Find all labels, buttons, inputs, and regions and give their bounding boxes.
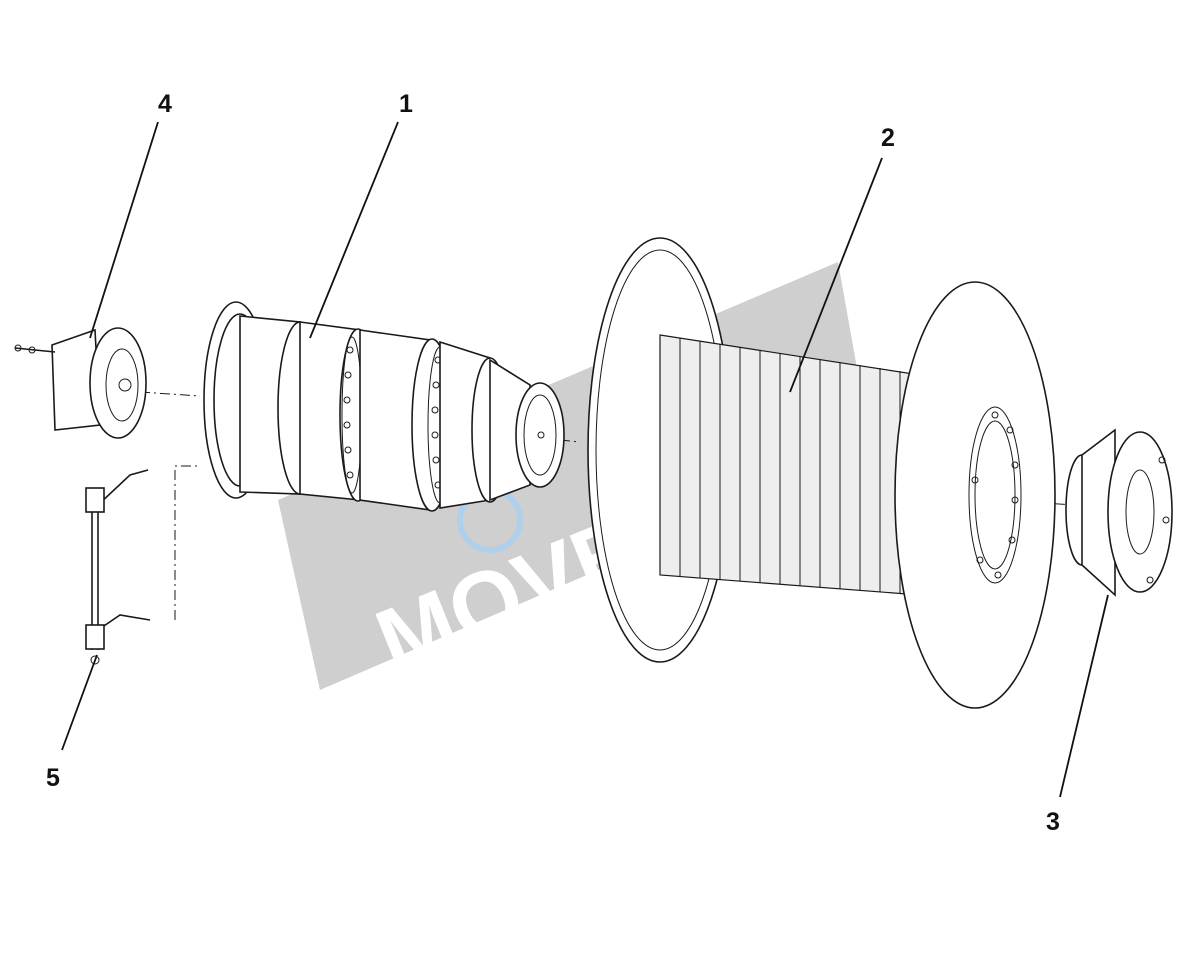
part-3-bearing-housing: [1065, 428, 1173, 597]
part-2-rope-drum: [587, 237, 1056, 709]
leader-1: [309, 121, 399, 339]
part-4-brake-assembly: [14, 327, 147, 439]
callout-3: 3: [1046, 808, 1060, 836]
leader-4: [89, 121, 159, 339]
callout-1: 1: [399, 90, 413, 118]
callout-4: 4: [158, 90, 172, 118]
callout-labels: 1 2 3 4 5: [46, 90, 1060, 836]
leader-2: [789, 157, 883, 393]
callout-5: 5: [46, 764, 60, 792]
part-1-gearbox: [203, 301, 565, 512]
drum-rope-grooves: [679, 338, 901, 593]
callout-2: 2: [881, 124, 895, 152]
drum-hub-bolts: [971, 411, 1019, 579]
gearbox-bolt-ring-1: [341, 336, 363, 494]
part-5-pipe-assembly: [85, 469, 151, 665]
leader-lines: [61, 121, 1109, 798]
leader-3: [1059, 594, 1109, 798]
leader-5: [61, 654, 98, 751]
